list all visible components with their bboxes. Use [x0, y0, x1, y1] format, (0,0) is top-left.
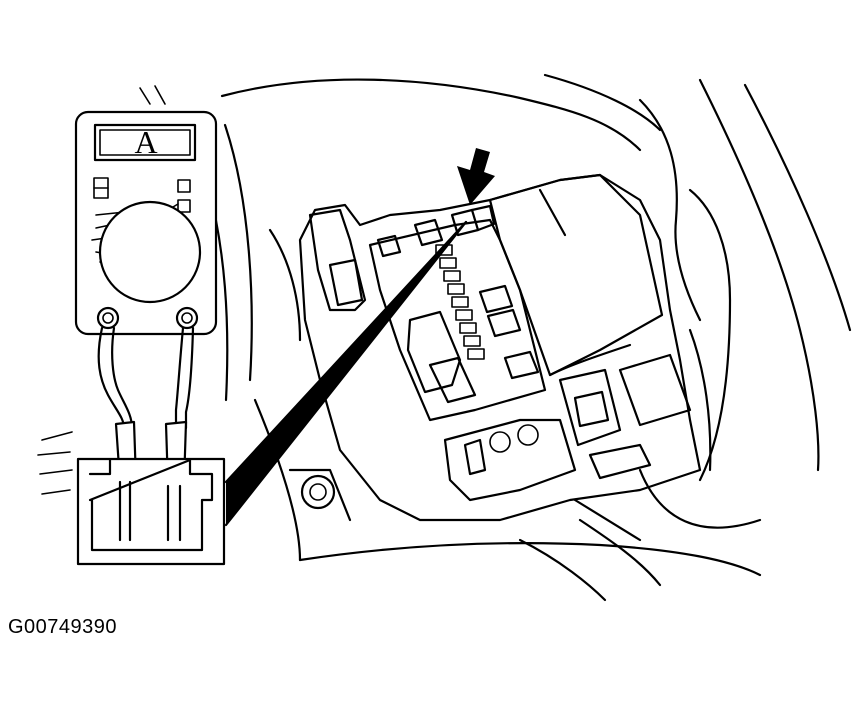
fuse-detail [76, 457, 226, 566]
down-arrow-icon [457, 148, 495, 205]
probe-jack-right [175, 306, 199, 330]
fuse-slots [435, 244, 485, 360]
ammeter [74, 110, 218, 336]
motion-lines [37, 431, 73, 495]
rotary-dial [98, 200, 202, 304]
probe-jack-left [96, 306, 120, 330]
relay-block [288, 173, 702, 522]
engine-bay-outline [139, 73, 852, 602]
figure-code: G00749390 [8, 616, 118, 638]
meter-display-label: A [134, 124, 157, 160]
